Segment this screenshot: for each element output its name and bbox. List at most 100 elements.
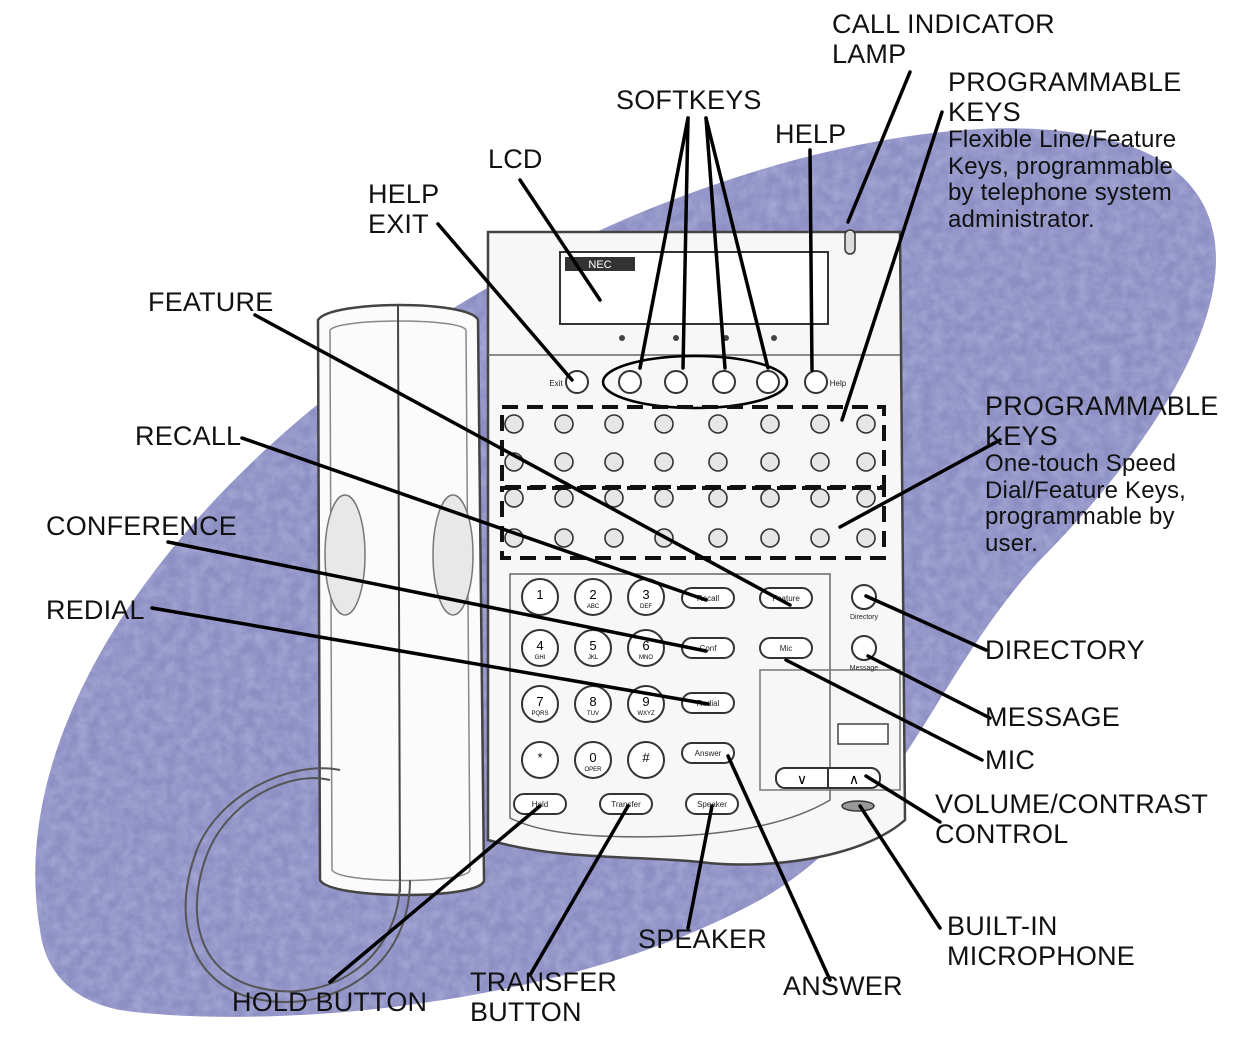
dialpad-letters: DEF [640, 604, 652, 610]
label-desc-line: One-touch Speed [985, 451, 1218, 477]
programmable-key[interactable] [761, 453, 779, 471]
softkey-1[interactable] [619, 371, 641, 393]
dialpad-digit: 5 [589, 638, 596, 653]
label-conference: CONFERENCE [46, 512, 237, 542]
programmable-key[interactable] [857, 415, 875, 433]
programmable-key[interactable] [857, 529, 875, 547]
programmable-key[interactable] [761, 529, 779, 547]
help-key-label: Help [830, 379, 847, 388]
label-speaker: SPEAKER [638, 925, 767, 955]
label-line: VOLUME/CONTRAST [935, 790, 1208, 820]
programmable-key[interactable] [811, 529, 829, 547]
label-desc-line: Flexible Line/Feature [948, 127, 1181, 153]
call-indicator-lamp [845, 230, 855, 254]
programmable-key[interactable] [857, 489, 875, 507]
programmable-key[interactable] [555, 529, 573, 547]
label-line: HELP [368, 180, 439, 210]
label-feature: FEATURE [148, 288, 273, 318]
brand-logo: NEC [588, 259, 611, 271]
dialpad-letters: WXYZ [637, 711, 655, 717]
label-desc-line: Dial/Feature Keys, [985, 478, 1218, 504]
exit-key-label: Exit [549, 379, 563, 388]
dialpad-digit: 2 [589, 587, 596, 602]
dialpad-letters: GHI [535, 655, 546, 661]
label-desc-line: user. [985, 531, 1218, 557]
programmable-key[interactable] [605, 453, 623, 471]
programmable-key[interactable] [555, 489, 573, 507]
help-key[interactable] [805, 371, 827, 393]
volume-up-icon[interactable]: ∧ [849, 772, 859, 788]
programmable-key[interactable] [811, 453, 829, 471]
programmable-key[interactable] [555, 415, 573, 433]
programmable-key[interactable] [709, 415, 727, 433]
label-volume-contrast: VOLUME/CONTRAST CONTROL [935, 790, 1208, 849]
programmable-key[interactable] [655, 453, 673, 471]
built-in-microphone [842, 801, 874, 811]
dialpad-digit: 7 [536, 694, 543, 709]
label-redial: REDIAL [46, 596, 145, 626]
mic-key-label: Mic [780, 644, 792, 653]
softkey-2[interactable] [665, 371, 687, 393]
dialpad-letters: OPER [584, 767, 602, 773]
programmable-key[interactable] [605, 415, 623, 433]
label-line: KEYS [948, 98, 1181, 128]
label-recall: RECALL [135, 422, 241, 452]
leader-line [810, 150, 812, 370]
label-desc-line: by telephone system [948, 180, 1181, 206]
volume-down-icon[interactable]: ∨ [797, 772, 807, 788]
label-line: BUILT-IN [947, 912, 1135, 942]
programmable-key[interactable] [555, 453, 573, 471]
programmable-key[interactable] [505, 415, 523, 433]
dialpad-letters: TUV [587, 711, 599, 717]
label-answer: ANSWER [783, 972, 903, 1002]
label-line: PROGRAMMABLE [948, 68, 1181, 98]
label-message: MESSAGE [985, 703, 1120, 733]
dialpad-letters: JKL [588, 655, 599, 661]
programmable-key[interactable] [709, 529, 727, 547]
softkey-3[interactable] [713, 371, 735, 393]
label-directory: DIRECTORY [985, 636, 1145, 666]
label-softkeys: SOFTKEYS [616, 86, 762, 116]
programmable-key[interactable] [761, 489, 779, 507]
programmable-key[interactable] [655, 415, 673, 433]
dialpad-digit: # [642, 750, 650, 765]
label-transfer-button: TRANSFER BUTTON [470, 968, 617, 1027]
label-lcd: LCD [488, 145, 543, 175]
label-line: PROGRAMMABLE [985, 392, 1218, 422]
label-line: KEYS [985, 422, 1218, 452]
label-call-indicator-lamp: CALL INDICATOR LAMP [832, 10, 1055, 69]
programmable-key[interactable] [857, 453, 875, 471]
handset-earpiece-grille [325, 495, 365, 615]
programmable-key[interactable] [761, 415, 779, 433]
programmable-key[interactable] [709, 453, 727, 471]
label-mic: MIC [985, 746, 1035, 776]
dialpad-letters: ABC [587, 604, 600, 610]
programmable-key[interactable] [605, 529, 623, 547]
label-line: BUTTON [470, 998, 617, 1028]
programmable-key[interactable] [505, 489, 523, 507]
label-desc-line: programmable by [985, 504, 1218, 530]
label-help-exit: HELP EXIT [368, 180, 439, 239]
label-help: HELP [775, 120, 846, 150]
programmable-key[interactable] [709, 489, 727, 507]
label-line: EXIT [368, 210, 439, 240]
programmable-key[interactable] [811, 489, 829, 507]
dialpad-digit: * [537, 750, 542, 765]
label-programmable-keys-top: PROGRAMMABLE KEYS Flexible Line/Feature … [948, 68, 1181, 233]
programmable-key[interactable] [811, 415, 829, 433]
label-hold-button: HOLD BUTTON [232, 988, 427, 1018]
dialpad-letters: PQRS [531, 711, 548, 717]
label-desc-line: Keys, programmable [948, 154, 1181, 180]
label-line: CALL INDICATOR [832, 10, 1055, 40]
programmable-key[interactable] [655, 489, 673, 507]
label-built-in-microphone: BUILT-IN MICROPHONE [947, 912, 1135, 971]
label-desc-line: administrator. [948, 207, 1181, 233]
dialpad-digit: 8 [589, 694, 596, 709]
dialpad-digit: 9 [642, 694, 649, 709]
dialpad-digit: 3 [642, 587, 649, 602]
label-programmable-keys-bottom: PROGRAMMABLE KEYS One-touch Speed Dial/F… [985, 392, 1218, 557]
softkey-4[interactable] [757, 371, 779, 393]
label-line: TRANSFER [470, 968, 617, 998]
message-key-label: Message [850, 665, 879, 672]
